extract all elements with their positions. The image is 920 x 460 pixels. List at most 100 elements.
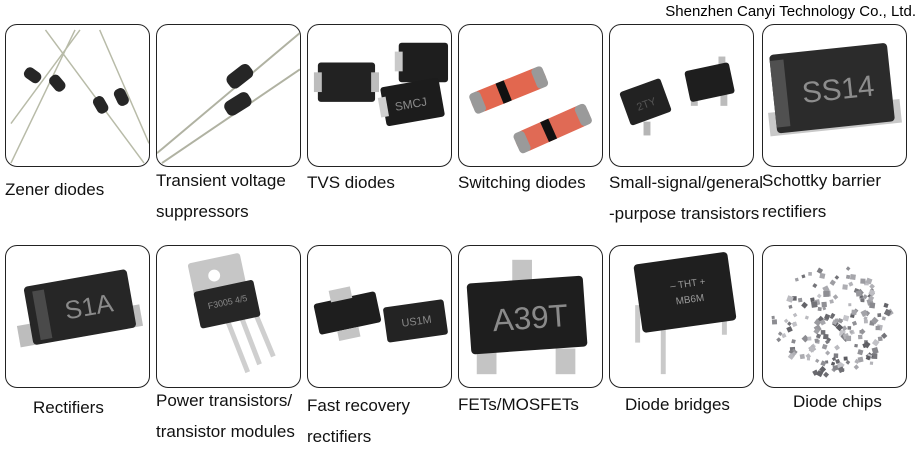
diode-bridges-card[interactable]: – THT + MB6M xyxy=(609,245,754,388)
tvs-diodes-card[interactable]: SMCJ xyxy=(307,24,452,167)
diode-chip xyxy=(837,317,844,324)
diode-chip xyxy=(860,298,865,303)
diode-chip xyxy=(869,361,874,365)
diode-chip xyxy=(854,343,858,348)
sot23-transistor-image: 2TY xyxy=(619,56,735,136)
diode-chip xyxy=(883,302,889,309)
diode-chip xyxy=(871,346,879,355)
diode-chip xyxy=(859,330,863,334)
rectifiers-card[interactable]: S1A xyxy=(5,245,150,388)
diode-chip xyxy=(881,316,886,321)
diode-chip xyxy=(788,304,793,309)
diode-chip xyxy=(821,301,827,308)
diode-chip xyxy=(825,350,831,356)
diode-chip xyxy=(824,339,830,345)
diode-chip xyxy=(832,365,839,371)
diode-chip xyxy=(883,308,892,317)
diode-chip xyxy=(819,319,826,326)
small-signal-transistors-card[interactable]: 2TY xyxy=(609,24,754,167)
diode-chip xyxy=(851,320,858,326)
mosfet-image: A39T xyxy=(466,259,588,375)
diode-chip xyxy=(857,334,863,340)
fets-mosfets-card[interactable]: A39T xyxy=(458,245,603,388)
diode-chip xyxy=(816,267,824,274)
fast-recovery-rectifiers-label: Fast recovery rectifiers xyxy=(307,396,410,446)
diode-chip xyxy=(829,299,834,304)
diode-chip xyxy=(771,315,775,320)
diode-chip xyxy=(819,272,826,279)
diode-chip xyxy=(777,331,783,336)
diode-chip xyxy=(869,302,876,309)
svg-text:– THT +: – THT + xyxy=(669,276,706,292)
diode-chip xyxy=(849,330,853,334)
diode-chip xyxy=(863,341,871,349)
diode-chip xyxy=(847,326,852,330)
diode-chip xyxy=(845,266,851,271)
diode-chip xyxy=(787,321,792,327)
company-name: Shenzhen Canyi Technology Co., Ltd. xyxy=(665,3,916,20)
switching-diodes-label: Switching diodes xyxy=(458,173,586,192)
diode-chip xyxy=(868,289,876,297)
diode-chip xyxy=(799,353,805,360)
diode-chip xyxy=(804,315,809,320)
diode-chip xyxy=(832,294,839,300)
rectifiers-label: Rectifiers xyxy=(33,398,104,417)
diode-chip xyxy=(863,319,868,324)
diode-chip xyxy=(845,274,851,280)
diode-chips-label: Diode chips xyxy=(793,392,882,411)
diode-chip xyxy=(823,371,830,378)
diode-chip xyxy=(865,355,871,361)
diode-chip xyxy=(788,349,794,355)
axial-tvs-image xyxy=(157,32,300,164)
diode-chip xyxy=(833,353,839,358)
diode-chip xyxy=(817,306,822,312)
diode-chip xyxy=(868,295,875,302)
power-transistors-card[interactable]: F3005 4/5 xyxy=(156,245,301,388)
diode-chips-card[interactable] xyxy=(762,245,907,388)
diode-chip xyxy=(870,316,879,325)
diode-chip xyxy=(848,281,854,287)
diode-chip xyxy=(830,361,836,366)
diode-chip xyxy=(877,313,882,318)
transient-voltage-suppressors-card[interactable] xyxy=(156,24,301,167)
schottky-rectifiers-card[interactable]: SS14 xyxy=(762,24,907,167)
switching-diodes-card[interactable] xyxy=(458,24,603,167)
diode-chip xyxy=(783,318,789,324)
diode-chip xyxy=(871,338,880,347)
zener-diodes-label: Zener diodes xyxy=(5,180,105,199)
diode-chip xyxy=(834,275,840,280)
diode-bridges-label: Diode bridges xyxy=(625,395,730,414)
diode-chip xyxy=(797,297,803,303)
diode-chip xyxy=(816,370,824,378)
diode-chips-image xyxy=(771,266,894,378)
diode-chip xyxy=(791,339,796,344)
schottky-rectifiers-label: Schottky barrier rectifiers xyxy=(762,171,882,221)
diode-chip xyxy=(855,290,862,297)
zener-diode-image xyxy=(10,29,149,164)
diode-chip xyxy=(823,290,830,297)
diode-chip xyxy=(869,283,875,290)
diode-chip xyxy=(811,301,818,308)
diode-chip xyxy=(819,365,827,373)
small-signal-transistors-label: Small-signal/general -purpose transistor… xyxy=(609,173,764,223)
diode-chip xyxy=(834,344,841,351)
fast-recovery-rectifiers-card[interactable]: US1M xyxy=(307,245,452,388)
diode-chip xyxy=(843,356,848,361)
diode-chip xyxy=(845,359,851,365)
diode-chip xyxy=(865,277,873,285)
svg-text:US1M: US1M xyxy=(401,314,432,330)
diode-chip xyxy=(875,325,880,331)
diode-chip xyxy=(791,351,797,357)
diode-chip xyxy=(841,325,848,332)
diode-chip xyxy=(808,272,812,276)
diode-chip xyxy=(834,318,839,322)
melf-diode-image xyxy=(469,66,592,154)
diode-chip xyxy=(776,337,782,343)
svg-text:SMCJ: SMCJ xyxy=(394,94,428,113)
diode-chip xyxy=(822,306,827,311)
svg-text:MB6M: MB6M xyxy=(675,293,705,308)
diode-chip xyxy=(815,358,820,363)
diode-chip xyxy=(851,309,857,316)
diode-chip xyxy=(854,358,860,365)
zener-diodes-card[interactable] xyxy=(5,24,150,167)
